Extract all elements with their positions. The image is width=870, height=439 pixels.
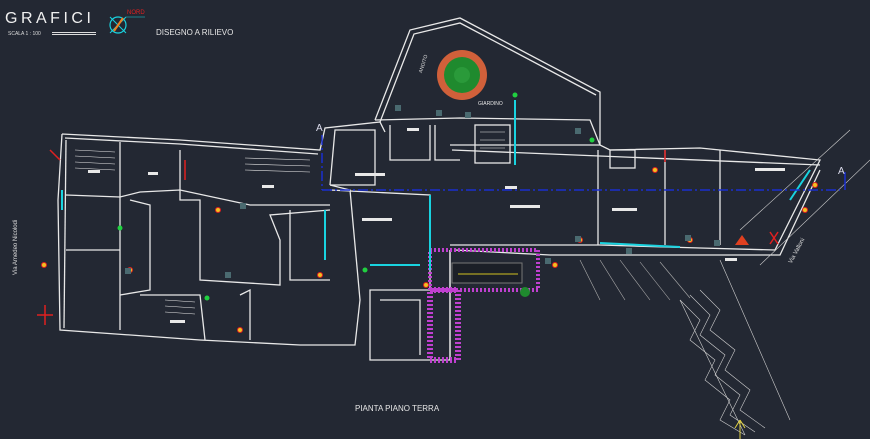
garden-label: GIARDINO bbox=[478, 101, 503, 107]
drawing-title: GRAFICI bbox=[5, 10, 95, 27]
section-mark-right: A bbox=[838, 166, 845, 177]
drawing-subtitle: DISEGNO A RILIEVO bbox=[156, 28, 234, 37]
section-line bbox=[321, 135, 846, 191]
scale-label: SCALA 1 : 100 bbox=[8, 31, 41, 37]
paved-area bbox=[427, 248, 540, 363]
fixture-markers bbox=[37, 92, 818, 333]
fountain bbox=[437, 50, 487, 100]
north-arrow-icon bbox=[109, 16, 145, 34]
section-mark-left: A bbox=[316, 123, 323, 134]
walls bbox=[57, 17, 822, 361]
north-label: NORD bbox=[127, 10, 145, 16]
ramp-hatch bbox=[579, 129, 870, 436]
plan-caption: PIANTA PIANO TERRA bbox=[355, 404, 440, 413]
scale-underline bbox=[52, 32, 96, 35]
street-left-label: Via Amedeo Nicolodi bbox=[13, 219, 19, 275]
entrance-arrow-icon bbox=[734, 419, 746, 439]
windows bbox=[61, 100, 811, 270]
